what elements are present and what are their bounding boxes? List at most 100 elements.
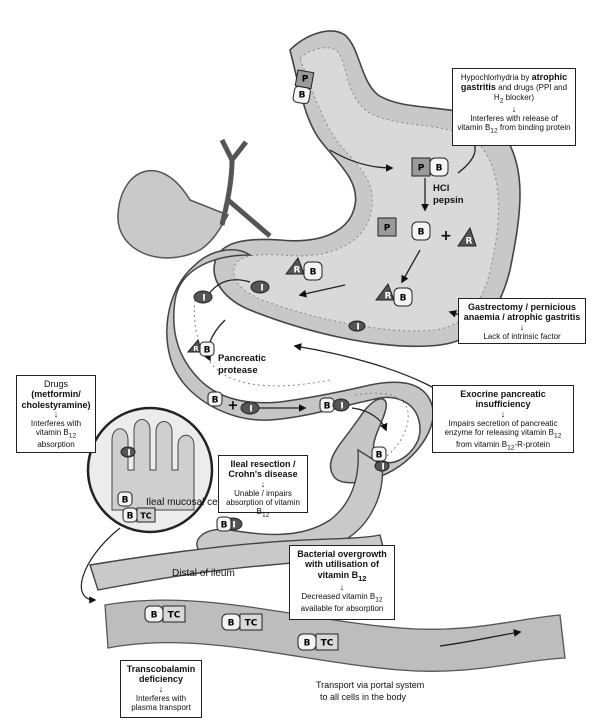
b12-tc-vessel-3 — [297, 633, 339, 651]
r-b12-complex — [375, 282, 413, 307]
drugs-box: Drugs (metformin/ cholestyramine) ↓ Inte… — [16, 375, 96, 453]
transcobalamin-desc: Interferes with plasma transport — [131, 693, 191, 712]
b12-in-cell — [117, 491, 133, 507]
b12-if-complex-jejunum — [319, 397, 350, 413]
p-protein — [377, 217, 397, 237]
bacterial-desc-sub: 12 — [375, 596, 383, 604]
portal-label-2: to all cells in the body — [320, 692, 407, 702]
gallbladder — [117, 138, 272, 259]
gastrectomy-box: Gastrectomy / pernicious anaemia / atrop… — [458, 298, 586, 344]
distal-ileum-label: Distal of ileum — [172, 568, 235, 579]
molecules — [117, 69, 477, 651]
bacterial-overgrowth-box: Bacterial overgrowth with utilisation of… — [289, 545, 395, 620]
transcobalamin-box: Transcobalamin deficiency ↓ Interferes w… — [120, 660, 202, 718]
hypo-line2-sub: 2 — [499, 97, 504, 105]
token-p: P — [384, 224, 391, 234]
hypochlorhydria-box: Hypochlorhydria by atrophic gastritis an… — [452, 68, 576, 146]
token-bv2: B — [228, 619, 235, 629]
token-i3: I — [356, 323, 359, 333]
transcobalamin-title: Transcobalamin deficiency — [126, 664, 196, 685]
b12-tc-vessel-2 — [221, 613, 263, 631]
token-plus2: + — [228, 399, 239, 414]
token-tcv1: TC — [168, 611, 181, 621]
token-i2: I — [202, 294, 205, 304]
b12-tc-vessel-1 — [144, 605, 186, 623]
exocrine-desc: Impairs secretion of pancreatic enzyme f… — [444, 418, 558, 437]
ileal-cell-label: Ileal mucosal cell — [146, 497, 223, 508]
ileal-desc: Unable / impairs absorption of vitamin B — [226, 488, 300, 517]
token-r4: R — [193, 345, 199, 353]
drugs-desc-sub: 12 — [68, 432, 77, 440]
hypo-title-pre: Hypochlorhydria by — [460, 73, 532, 82]
token-b9: B — [122, 496, 129, 506]
token-b-stomach: B — [436, 164, 443, 174]
token-r: R — [466, 237, 473, 247]
gastrectomy-desc: Lack of intrinsic factor — [483, 331, 561, 341]
drugs-title2: (metformin/ cholestyramine) — [21, 389, 91, 410]
bacterial-title-sub: 12 — [358, 573, 367, 583]
hypo-line2: and drugs (PPI and H — [493, 83, 568, 102]
token-b5: B — [212, 396, 219, 406]
token-b8: B — [221, 521, 228, 531]
token-i1: I — [260, 284, 263, 294]
exocrine-arrow: ↓ — [500, 408, 506, 419]
drugs-desc: Interferes with vitamin B — [30, 419, 82, 438]
r-b12-complex-antrum — [285, 256, 323, 281]
exocrine-desc-sub2: 12 — [507, 444, 515, 452]
token-p-eso: P — [302, 75, 309, 85]
b12-if-complex-descending — [371, 446, 390, 472]
token-b6: B — [324, 402, 331, 412]
pb-complex-stomach — [411, 157, 449, 177]
bacterial-title: Bacterial overgrowth with utilisation of… — [297, 549, 387, 580]
ileal-title: Ileal resection / Crohn's disease — [228, 459, 298, 480]
pancreatic-label: Pancreatic — [218, 353, 267, 364]
hypo-title-bold: atrophic gastritis — [460, 72, 568, 93]
token-tcv2: TC — [245, 619, 258, 629]
exocrine-desc-end: -R-protein — [514, 440, 551, 450]
token-b: B — [418, 228, 425, 238]
token-i7: I — [232, 521, 235, 531]
token-b2: B — [400, 294, 407, 304]
token-b3: B — [310, 268, 317, 278]
hypo-desc: Interferes with release of vitamin B — [457, 113, 558, 133]
gastrectomy-title: Gastrectomy / pernicious anaemia / atrop… — [463, 302, 581, 323]
token-i8: I — [127, 449, 130, 459]
token-tcv3: TC — [321, 639, 334, 649]
token-tc1: TC — [140, 512, 151, 521]
bacterial-desc-end: available for absorption — [300, 604, 384, 614]
pb-complex-esophagus — [292, 69, 315, 105]
exocrine-title: Exocrine pancreatic insufficiency — [460, 389, 546, 410]
token-bv3: B — [304, 639, 311, 649]
token-b4: B — [204, 346, 211, 356]
exocrine-desc-mid: from vitamin B — [455, 440, 508, 450]
gastrectomy-arrow: ↓ — [519, 321, 525, 332]
hypo-line2-end: blocker) — [503, 92, 535, 102]
bacterial-arrow: ↓ — [339, 582, 345, 593]
token-i6: I — [381, 463, 384, 473]
drugs-arrow: ↓ — [53, 409, 59, 420]
b12-tc-in-cell — [122, 507, 156, 523]
ileal-arrow: ↓ — [260, 478, 266, 489]
hypo-desc-sub: 12 — [490, 127, 498, 135]
protease-label: protease — [218, 365, 258, 376]
drugs-desc-end: absorption — [37, 440, 75, 450]
bacterial-desc: Decreased vitamin B — [301, 592, 376, 602]
token-bv1: B — [151, 611, 158, 621]
pepsin-label: pepsin — [433, 195, 464, 206]
token-b-eso: B — [299, 91, 306, 101]
token-r2: R — [385, 292, 392, 302]
exocrine-box: Exocrine pancreatic insufficiency ↓ Impa… — [432, 385, 574, 453]
exocrine-desc-sub: 12 — [553, 432, 562, 440]
ileal-resection-box: Ileal resection / Crohn's disease ↓ Unab… — [218, 455, 308, 519]
hcl-label: HCl — [433, 183, 450, 194]
token-plus: + — [440, 228, 452, 244]
token-b7: B — [376, 451, 383, 461]
b12-duodenum — [207, 391, 223, 407]
token-r3: R — [294, 266, 301, 276]
portal-label-1: Transport via portal system — [316, 680, 425, 690]
hypo-desc-end: from binding protein — [497, 123, 571, 133]
token-p-stomach: P — [418, 164, 425, 174]
transcobalamin-arrow: ↓ — [158, 683, 164, 694]
token-i4: I — [249, 405, 252, 415]
rb-complex-duodenum — [186, 338, 215, 357]
